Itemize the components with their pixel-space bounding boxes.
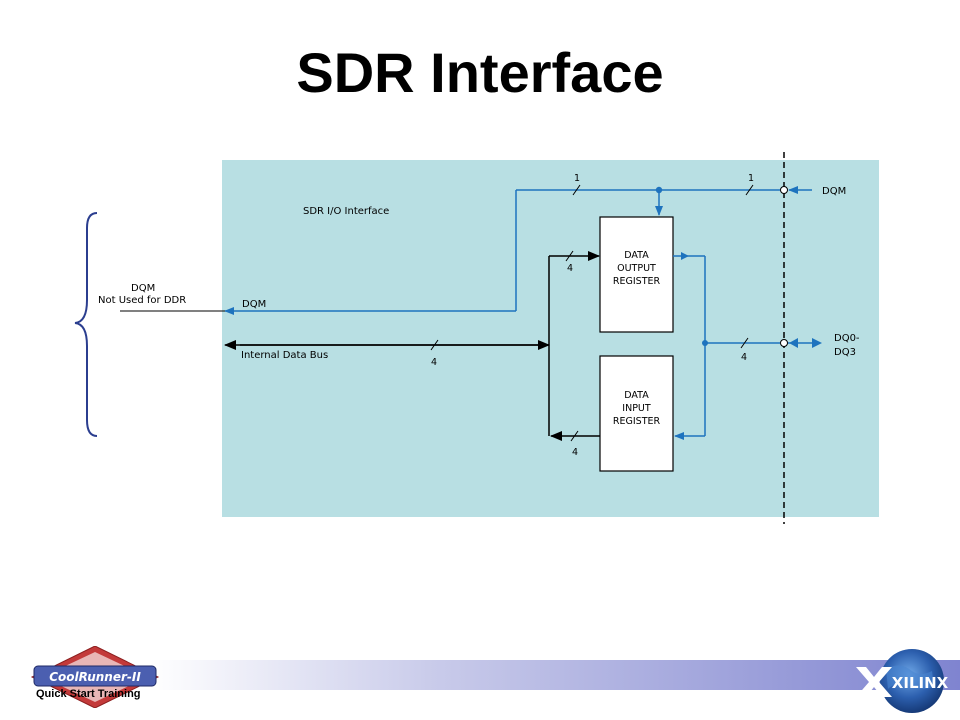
- dq-pin-arrow-out: [812, 338, 822, 348]
- slash-from-input: [570, 430, 579, 442]
- diagram-panel: [222, 160, 879, 517]
- panel-title: SDR I/O Interface: [303, 206, 389, 217]
- output-register-out-arrow: [681, 252, 689, 260]
- input-register-line2: INPUT: [622, 403, 651, 414]
- slash-external-dq: [740, 337, 749, 349]
- footer-caption: Quick Start Training: [36, 688, 141, 700]
- dq-pin-circle: [780, 339, 788, 347]
- width-external-dq: 4: [741, 352, 747, 363]
- xilinx-logo: XILINX: [856, 649, 949, 713]
- width-from-input: 4: [572, 447, 578, 458]
- width-dqm-left: 1: [574, 173, 580, 184]
- internal-bus-label: Internal Data Bus: [241, 350, 328, 361]
- slash-dqm-left: [572, 184, 581, 196]
- width-dqm-right: 1: [748, 173, 754, 184]
- left-note-not-used: Not Used for DDR: [98, 295, 186, 306]
- width-into-output: 4: [567, 263, 573, 274]
- svg-text:CoolRunner-II: CoolRunner-II: [49, 670, 141, 684]
- width-internal-bus: 4: [431, 357, 437, 368]
- input-register-line3: REGISTER: [613, 416, 661, 427]
- output-register-line1: DATA: [624, 250, 649, 261]
- data-output-register: [599, 216, 674, 333]
- left-brace: [74, 212, 98, 437]
- left-note-dqm: DQM: [131, 283, 155, 294]
- dq-pin-label-1: DQ0-: [834, 333, 860, 344]
- data-input-register: [599, 355, 674, 472]
- output-register-line2: OUTPUT: [617, 263, 656, 274]
- output-register-line3: REGISTER: [613, 276, 661, 287]
- footer-bar: [150, 660, 960, 690]
- internal-dqm-label: DQM: [242, 299, 266, 310]
- input-register-line1: DATA: [624, 390, 649, 401]
- coolrunner-logo: CoolRunner-II: [30, 646, 160, 708]
- dq-pin-label-2: DQ3: [834, 347, 856, 358]
- dqm-pin-label: DQM: [822, 186, 846, 197]
- slide-title: SDR Interface: [296, 41, 664, 104]
- dq-pin-arrow-in: [789, 338, 798, 348]
- slash-dqm-right: [745, 184, 754, 196]
- svg-text:XILINX: XILINX: [892, 674, 949, 692]
- slash-internal-bus: [430, 339, 439, 351]
- dqm-pin-circle: [780, 186, 788, 194]
- slash-into-output: [565, 250, 574, 262]
